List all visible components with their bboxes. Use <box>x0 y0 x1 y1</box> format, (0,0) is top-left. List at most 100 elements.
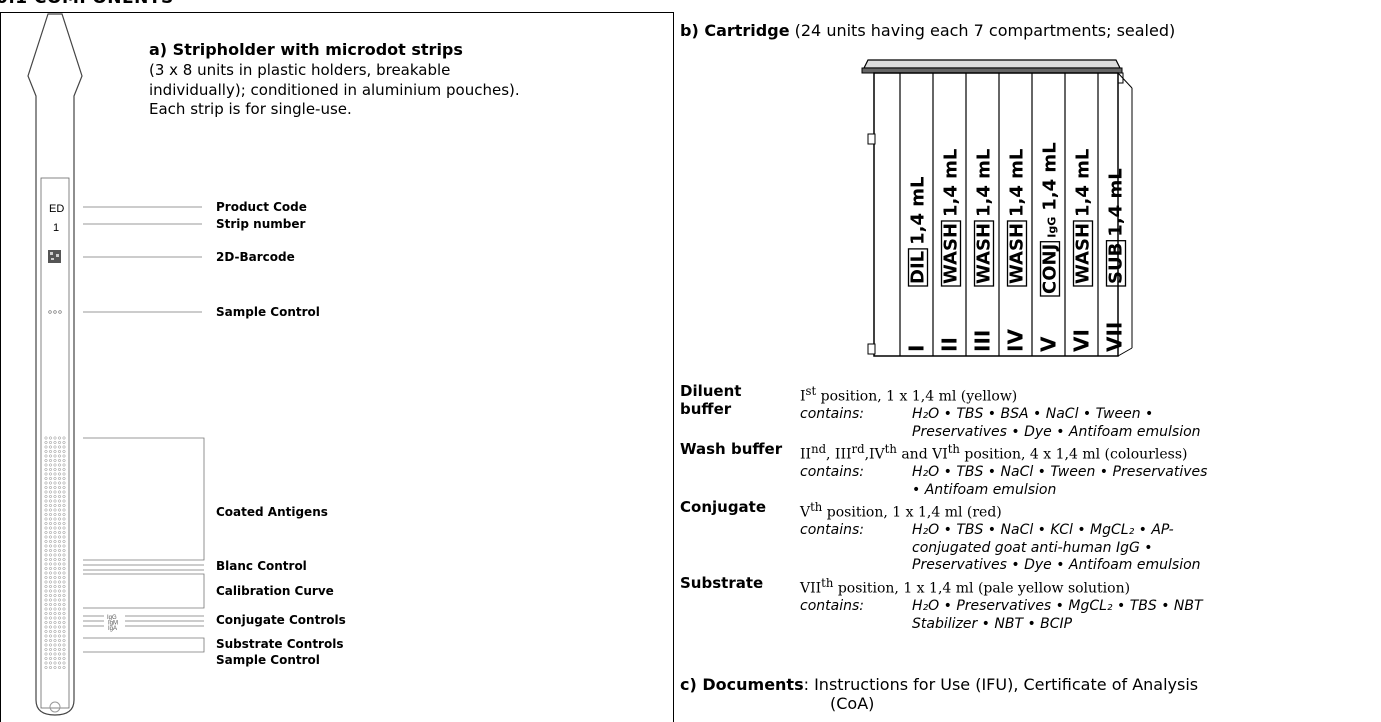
antigen-dot <box>49 567 52 570</box>
antigen-dot <box>53 648 57 651</box>
antigen-dot <box>49 490 52 494</box>
antigen-dot <box>49 544 52 548</box>
antigen-dot <box>49 616 52 620</box>
antigen-dot <box>62 643 66 647</box>
antigen-dot <box>44 634 48 638</box>
antigen-dot <box>53 621 57 624</box>
antigen-dot <box>62 504 66 507</box>
antigen-dot <box>53 576 57 579</box>
antigen-dot <box>49 472 52 476</box>
antigen-dot <box>53 459 57 462</box>
antigen-dot <box>53 441 57 444</box>
antigen-dot <box>44 531 48 534</box>
antigen-dot <box>49 580 52 584</box>
antigen-dot <box>49 513 52 516</box>
antigen-dot <box>53 481 57 485</box>
antigen-dot <box>53 436 57 440</box>
antigen-dot <box>49 468 52 471</box>
callout-coated-antigens: Coated Antigens <box>216 505 328 519</box>
antigen-dot <box>44 553 48 557</box>
reagent-position: Vth position, 1 x 1,4 ml (red) <box>800 500 1002 521</box>
antigen-dot <box>53 549 57 552</box>
antigen-dot <box>58 634 61 638</box>
antigen-dot <box>44 481 48 485</box>
antigen-dot <box>62 463 66 467</box>
antigen-dot <box>62 585 66 588</box>
svg-text:IgA: IgA <box>108 626 117 632</box>
callout-sample-control-2: Sample Control <box>216 653 320 667</box>
antigen-dot <box>44 648 48 651</box>
antigen-dot <box>62 625 66 629</box>
strip-hole <box>49 701 61 713</box>
antigen-dot <box>58 526 61 530</box>
antigen-dot <box>58 549 61 552</box>
compartment-numeral: VII <box>1103 322 1127 352</box>
antigen-dot <box>44 562 48 566</box>
compartment-label: WASH1,4 mL <box>974 149 995 284</box>
callout-strip-number: Strip number <box>216 217 305 231</box>
antigen-dot <box>44 571 48 575</box>
callout-blanc-control: Blanc Control <box>216 559 307 573</box>
antigen-dot <box>49 508 52 512</box>
antigen-dot <box>53 544 57 548</box>
antigen-dot <box>62 634 66 638</box>
antigen-dot <box>53 535 57 539</box>
callout-sample-control: Sample Control <box>216 305 320 319</box>
compartment-numeral: I <box>905 345 929 352</box>
antigen-dot <box>49 522 52 525</box>
antigen-dot <box>53 495 57 498</box>
section-a-description: (3 x 8 units in plastic holders, breakab… <box>149 61 520 118</box>
antigen-dot <box>44 436 48 440</box>
antigen-dot <box>53 558 57 561</box>
antigen-dot <box>62 499 66 503</box>
antigen-dot <box>49 436 52 440</box>
antigen-dot <box>49 531 52 534</box>
antigen-dot <box>49 486 52 489</box>
antigen-dot <box>58 598 61 602</box>
antigen-dot <box>49 661 52 665</box>
antigen-dot <box>62 553 66 557</box>
antigen-dot <box>58 558 61 561</box>
compartment-numeral: II <box>938 337 962 352</box>
contains-label: contains: <box>800 598 864 615</box>
antigen-dot <box>49 535 52 539</box>
antigen-dot <box>58 459 61 462</box>
antigen-dot <box>44 441 48 444</box>
antigen-dot <box>44 567 48 570</box>
antigen-dot <box>49 585 52 588</box>
antigen-dot <box>44 540 48 543</box>
antigen-dot <box>58 594 61 597</box>
antigen-dot <box>62 445 66 449</box>
antigen-dot <box>44 495 48 498</box>
reagent-position: Ist position, 1 x 1,4 ml (yellow) <box>800 384 1018 405</box>
antigen-dot <box>62 594 66 597</box>
barcode-icon <box>48 250 61 263</box>
antigen-dot <box>53 580 57 584</box>
antigen-dot <box>44 625 48 629</box>
reagent-position: IInd, IIIrd,IVth and VIth position, 4 x … <box>800 442 1188 463</box>
antigen-dot <box>53 585 57 588</box>
antigen-dot <box>58 436 61 440</box>
antigen-dot <box>62 486 66 489</box>
antigen-dot <box>53 454 57 458</box>
antigen-dot <box>62 544 66 548</box>
antigen-dot <box>53 598 57 602</box>
antigen-dot <box>44 643 48 647</box>
antigen-dot <box>44 580 48 584</box>
antigen-dot <box>49 589 52 593</box>
contains-label: contains: <box>800 522 864 539</box>
antigen-dot <box>44 472 48 476</box>
antigen-dot <box>58 652 61 656</box>
antigen-dot <box>58 522 61 525</box>
antigen-dot <box>44 508 48 512</box>
antigen-dot <box>62 450 66 453</box>
antigen-dot <box>53 526 57 530</box>
antigen-dot <box>53 634 57 638</box>
antigen-dot <box>62 661 66 665</box>
antigen-dot <box>49 499 52 503</box>
